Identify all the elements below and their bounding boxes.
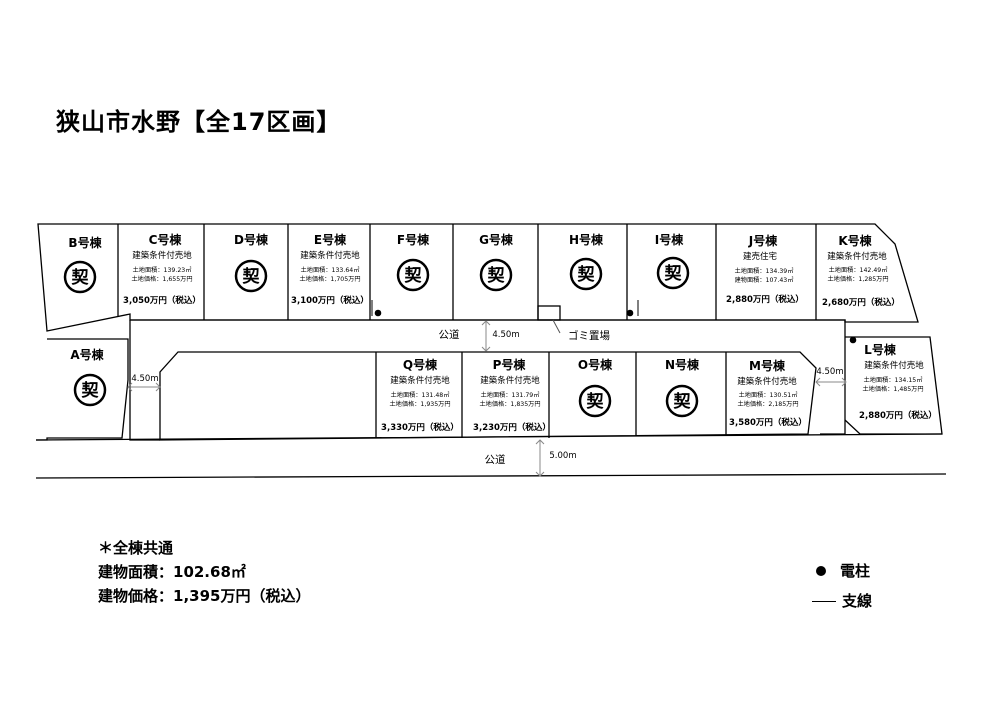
lot-K-land-area: 土地面積：142.49㎡	[829, 266, 889, 274]
lot-H-label: H号棟	[569, 232, 604, 247]
contract-mark-text-H: 契	[577, 264, 596, 285]
garbage-station-label: ゴミ置場	[568, 329, 610, 342]
lot-J-bldg-area: 建物面積：107.43㎡	[735, 276, 795, 284]
lot-L-label: L号棟	[864, 342, 897, 357]
lot-B-label: B号棟	[68, 235, 102, 250]
contract-mark-text-D: 契	[242, 266, 261, 287]
contract-mark-text-G: 契	[487, 265, 506, 286]
contract-mark-text-F: 契	[404, 265, 423, 286]
lot-K-condition: 建築条件付売地	[827, 251, 887, 262]
lot-I-label: I号棟	[655, 232, 684, 247]
lot-Q-land-area: 土地面積：131.48㎡	[391, 391, 451, 399]
page-title: 狭山市水野【全17区画】	[56, 108, 342, 136]
middle-block-outline	[159, 351, 817, 441]
lot-M-label: M号棟	[749, 358, 786, 373]
lot-L-price: 2,880万円（税込）	[859, 410, 937, 421]
lot-J-land-area: 土地面積：134.39㎡	[735, 267, 795, 275]
contract-mark-N	[665, 384, 699, 418]
pole-marker	[626, 309, 634, 317]
common-bldg-price: 建物価格：1,395万円（税込）	[98, 587, 311, 605]
contract-mark-A	[73, 373, 107, 407]
contract-mark-D	[234, 259, 268, 293]
lot-E-condition: 建築条件付売地	[300, 250, 360, 261]
lot-C-land-price: 土地価格：1,655万円	[131, 275, 192, 283]
lot-L-land-price: 土地価格：1,485万円	[862, 385, 923, 393]
lot-Q-price: 3,330万円（税込）	[381, 422, 459, 433]
legend-guy-wire: 支線	[812, 586, 872, 616]
lot-K-label: K号棟	[838, 233, 872, 248]
lot-J-condition: 建売住宅	[743, 251, 777, 262]
contract-mark-B	[63, 260, 97, 294]
common-heading: ＊全棟共通	[98, 539, 174, 557]
common-specs: ＊全棟共通 建物面積：102.68㎡ 建物価格：1,395万円（税込）	[98, 536, 310, 608]
contract-mark-I	[656, 256, 690, 290]
pole-marker	[849, 336, 857, 344]
lot-M-land-price: 土地価格：2,185万円	[737, 400, 798, 408]
contract-mark-O	[578, 384, 612, 418]
lot-E-price: 3,100万円（税込）	[291, 295, 369, 306]
lot-P-condition: 建築条件付売地	[480, 375, 540, 386]
lot-D-label: D号棟	[234, 232, 269, 247]
lot-M-price: 3,580万円（税込）	[729, 417, 807, 428]
contract-mark-text-O: 契	[586, 391, 605, 412]
lot-K-price: 2,680万円（税込）	[822, 297, 900, 308]
lot-C-land-area: 土地面積：139.23㎡	[133, 266, 193, 274]
legend: 電柱 支線	[812, 556, 872, 616]
lot-P-land-price: 土地価格：1,835万円	[479, 400, 540, 408]
lot-C-label: C号棟	[149, 232, 183, 247]
lot-J-label: J号棟	[748, 233, 778, 248]
main-road-label: 公道	[485, 453, 506, 466]
lot-G-label: G号棟	[479, 232, 514, 247]
garbage-station	[537, 305, 561, 321]
lot-N-label: N号棟	[665, 357, 700, 372]
lot-E-label: E号棟	[314, 232, 347, 247]
contract-mark-H	[569, 257, 603, 291]
main-road-width: 5.00m	[549, 451, 576, 461]
lot-E-land-area: 土地面積：133.64㎡	[301, 266, 361, 274]
lot-Q-condition: 建築条件付売地	[390, 375, 450, 386]
right-road-width: 4.50m	[816, 367, 843, 377]
contract-mark-text-N: 契	[673, 391, 692, 412]
lot-O-label: O号棟	[578, 357, 613, 372]
main-road-north-edge	[35, 433, 943, 441]
contract-mark-text-A: 契	[81, 380, 100, 401]
lot-P-price: 3,230万円（税込）	[473, 422, 551, 433]
lot-M-land-area: 土地面積：130.51㎡	[739, 391, 799, 399]
pole-icon	[816, 566, 826, 576]
pole-marker	[374, 309, 382, 317]
lot-C-condition: 建築条件付売地	[132, 250, 192, 261]
lot-K-land-price: 土地価格：1,285万円	[827, 275, 888, 283]
lot-P-land-area: 土地面積：131.79㎡	[481, 391, 541, 399]
lot-C-price: 3,050万円（税込）	[123, 295, 201, 306]
inner-road-width: 4.50m	[492, 330, 519, 340]
left-road-width: 4.50m	[131, 374, 158, 384]
lot-Q-land-price: 土地価格：1,935万円	[389, 400, 450, 408]
contract-mark-text-B: 契	[71, 267, 90, 288]
lot-J-price: 2,880万円（税込）	[726, 294, 804, 305]
lot-L-land-area: 土地面積：134.15㎡	[864, 376, 924, 384]
lot-P-label: P号棟	[493, 357, 527, 372]
lot-M-condition: 建築条件付売地	[737, 376, 797, 387]
guy-wire-icon	[812, 600, 836, 602]
legend-pole: 電柱	[812, 556, 872, 586]
lot-Q-label: Q号棟	[403, 357, 438, 372]
lot-E-land-price: 土地価格：1,705万円	[299, 275, 360, 283]
main-road-south-edge	[35, 473, 947, 479]
common-bldg-area: 建物面積：102.68㎡	[98, 563, 246, 581]
lot-A-label: A号棟	[70, 347, 104, 362]
contract-mark-G	[479, 258, 513, 292]
inner-road-label: 公道	[439, 328, 460, 341]
contract-mark-F	[396, 258, 430, 292]
contract-mark-text-I: 契	[664, 263, 683, 284]
lot-F-label: F号棟	[397, 232, 430, 247]
lot-L-condition: 建築条件付売地	[864, 360, 924, 371]
